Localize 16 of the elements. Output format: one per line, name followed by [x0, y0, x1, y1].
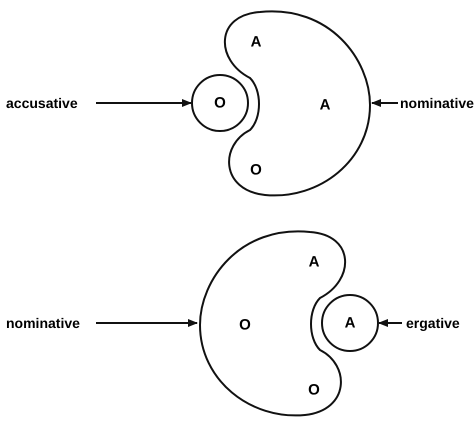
- role-letter: O: [214, 96, 226, 110]
- role-letter: A: [344, 316, 356, 330]
- arrow: [378, 319, 402, 327]
- case-label: ergative: [406, 316, 460, 330]
- case-label: accusative: [6, 96, 78, 110]
- arrow: [96, 99, 192, 107]
- case-label: nominative: [6, 316, 80, 330]
- role-letter: O: [250, 162, 262, 178]
- role-letter: A: [250, 34, 262, 50]
- arrow: [96, 319, 198, 327]
- arrow: [371, 99, 398, 107]
- role-letter: O: [308, 382, 320, 398]
- role-letter: O: [239, 318, 251, 332]
- role-letter: A: [308, 254, 320, 270]
- case-label: nominative: [400, 96, 474, 110]
- role-letter: A: [320, 98, 330, 112]
